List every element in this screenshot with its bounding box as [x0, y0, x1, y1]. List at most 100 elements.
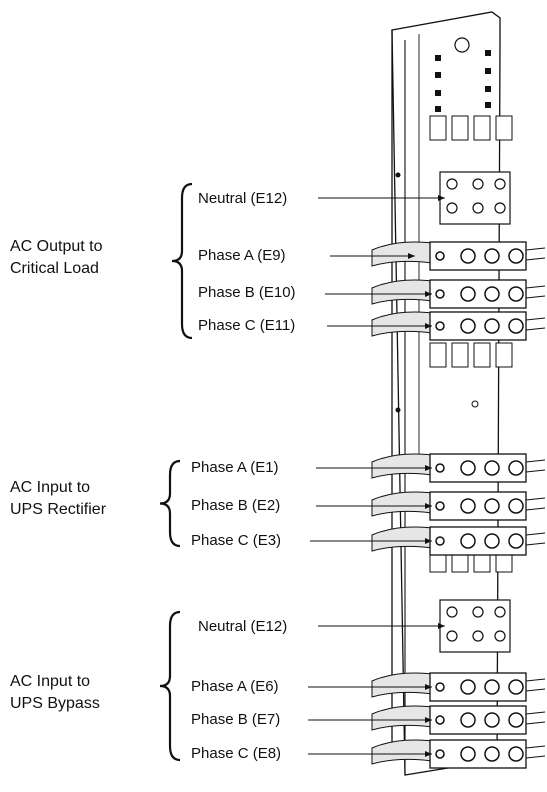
group-label-ac-input-bypass: AC Input to UPS Bypass	[10, 673, 100, 712]
terminal-bolt	[460, 286, 476, 302]
panel-slot	[435, 72, 441, 78]
neutral-bolt	[494, 606, 506, 618]
brace-ac-output	[171, 182, 193, 340]
terminal-bolt	[508, 460, 524, 476]
leader-arrowhead	[425, 503, 432, 509]
relay-block	[429, 115, 447, 141]
terminal-bolt	[460, 248, 476, 264]
neutral-bolt	[446, 178, 458, 190]
terminal-label-bypass-phase-b: Phase B (E7)	[191, 711, 281, 728]
cable-stub	[525, 745, 546, 759]
terminal-bolt	[435, 501, 445, 511]
terminal-label-output-phase-b: Phase B (E10)	[198, 284, 296, 301]
cable-stub	[525, 532, 546, 546]
leader-arrowhead	[425, 751, 432, 757]
terminal-bolt	[484, 498, 500, 514]
relay-block	[495, 115, 513, 141]
relay-block	[451, 342, 469, 368]
neutral-bolt	[494, 178, 506, 190]
leader-arrowhead	[425, 291, 432, 297]
relay-block	[495, 342, 513, 368]
cable-stub	[525, 247, 546, 261]
terminal-bolt	[508, 679, 524, 695]
busbar-output-phase-b	[371, 279, 546, 309]
terminal-bolt	[508, 712, 524, 728]
terminal-bolt	[484, 286, 500, 302]
busbar-rectifier-phase-a	[371, 453, 546, 483]
brace-ac-input-bypass	[159, 610, 181, 762]
brace-ac-input-rectifier	[159, 459, 181, 548]
busbar-bypass-phase-a	[371, 672, 546, 702]
leader-arrowhead	[425, 684, 432, 690]
terminal-label-bypass-phase-c: Phase C (E8)	[191, 745, 282, 762]
terminal-bolt	[460, 460, 476, 476]
relay-block	[429, 342, 447, 368]
neutral-bolt	[472, 178, 484, 190]
frame-rivet	[395, 172, 401, 178]
leader-arrowhead	[425, 323, 432, 329]
panel-slot	[435, 90, 441, 96]
busbar-bypass-phase-c	[371, 739, 546, 769]
group-braces	[159, 182, 193, 762]
relay-block	[473, 342, 491, 368]
cable-stub	[525, 459, 546, 473]
terminal-bolt	[435, 715, 445, 725]
terminal-bolt	[435, 251, 445, 261]
neutral-bolt	[472, 630, 484, 642]
terminal-label-rectifier-phase-c: Phase C (E3)	[191, 532, 282, 549]
busbar-rectifier-phase-b	[371, 491, 546, 521]
cable-stub	[525, 711, 546, 725]
mount-hole	[454, 37, 470, 53]
panel-slot	[485, 50, 491, 56]
relay-block	[451, 115, 469, 141]
terminal-bolt	[484, 533, 500, 549]
busbar-output-phase-c	[371, 311, 546, 341]
terminal-bolt	[508, 498, 524, 514]
terminal-bolt	[435, 749, 445, 759]
terminal-bolt	[508, 286, 524, 302]
neutral-bolt	[446, 202, 458, 214]
panel-slot	[435, 55, 441, 61]
cable-stub	[525, 678, 546, 692]
terminal-bolt	[460, 318, 476, 334]
neutral-bolt	[472, 202, 484, 214]
frame-rivet	[471, 400, 479, 408]
terminal-bolt	[435, 321, 445, 331]
neutral-bolt	[472, 606, 484, 618]
terminal-label-output-neutral: Neutral (E12)	[198, 190, 288, 207]
terminal-bolt	[484, 248, 500, 264]
busbar-output-phase-a	[371, 241, 546, 271]
neutral-bolt	[446, 630, 458, 642]
leader-arrowhead	[425, 717, 432, 723]
busbar-output-neutral	[439, 171, 511, 225]
terminal-bolt	[460, 712, 476, 728]
leader-arrowhead	[408, 253, 415, 259]
leader-lines	[308, 195, 445, 757]
terminal-bolt	[484, 712, 500, 728]
relay-block	[473, 115, 491, 141]
terminal-bolt	[508, 746, 524, 762]
neutral-bolt	[446, 606, 458, 618]
frame-rivet	[395, 407, 401, 413]
terminal-bolt	[484, 318, 500, 334]
busbar-assemblies	[371, 115, 546, 769]
terminal-bolt	[508, 248, 524, 264]
neutral-bolt	[494, 202, 506, 214]
terminal-bolt	[460, 533, 476, 549]
group-label-ac-input-rectifier: AC Input to UPS Rectifier	[10, 479, 107, 518]
terminal-bolt	[484, 679, 500, 695]
group-label-ac-output: AC Output to Critical Load	[10, 238, 103, 277]
terminal-bolt	[460, 498, 476, 514]
cable-stub	[525, 317, 546, 331]
leader-arrowhead	[425, 538, 432, 544]
terminal-bolt	[508, 533, 524, 549]
terminal-label-rectifier-phase-a: Phase A (E1)	[191, 459, 279, 476]
cable-stub	[525, 497, 546, 511]
leader-arrowhead	[438, 195, 445, 201]
terminal-label-output-phase-a: Phase A (E9)	[198, 247, 286, 264]
leader-arrowhead	[425, 465, 432, 471]
terminal-label-bypass-phase-a: Phase A (E6)	[191, 678, 279, 695]
panel-slot	[485, 68, 491, 74]
